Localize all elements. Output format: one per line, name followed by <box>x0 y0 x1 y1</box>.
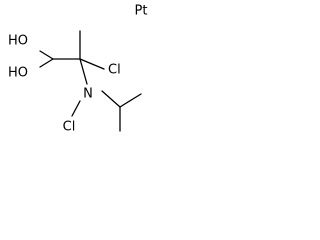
bond-n-to-cl <box>71 100 81 117</box>
atom-cl-nitrogen: Cl <box>63 120 76 135</box>
bond-ch-to-methyl-up <box>119 93 142 108</box>
bond-ho-bottom-to-c1 <box>39 58 54 68</box>
atom-ho-bottom: HO <box>8 66 28 81</box>
atom-ho-top: HO <box>8 34 28 49</box>
atom-pt: Pt <box>135 4 148 19</box>
bond-c2-to-cl <box>79 58 105 70</box>
bond-c2-to-n <box>79 58 88 85</box>
bond-ho-top-to-c1 <box>39 50 54 60</box>
chemical-structure: Pt HO HO Cl N Cl <box>8 4 148 135</box>
atom-cl-carbon: Cl <box>108 63 121 78</box>
bond-n-to-ch <box>101 90 121 108</box>
atom-n: N <box>83 87 93 102</box>
